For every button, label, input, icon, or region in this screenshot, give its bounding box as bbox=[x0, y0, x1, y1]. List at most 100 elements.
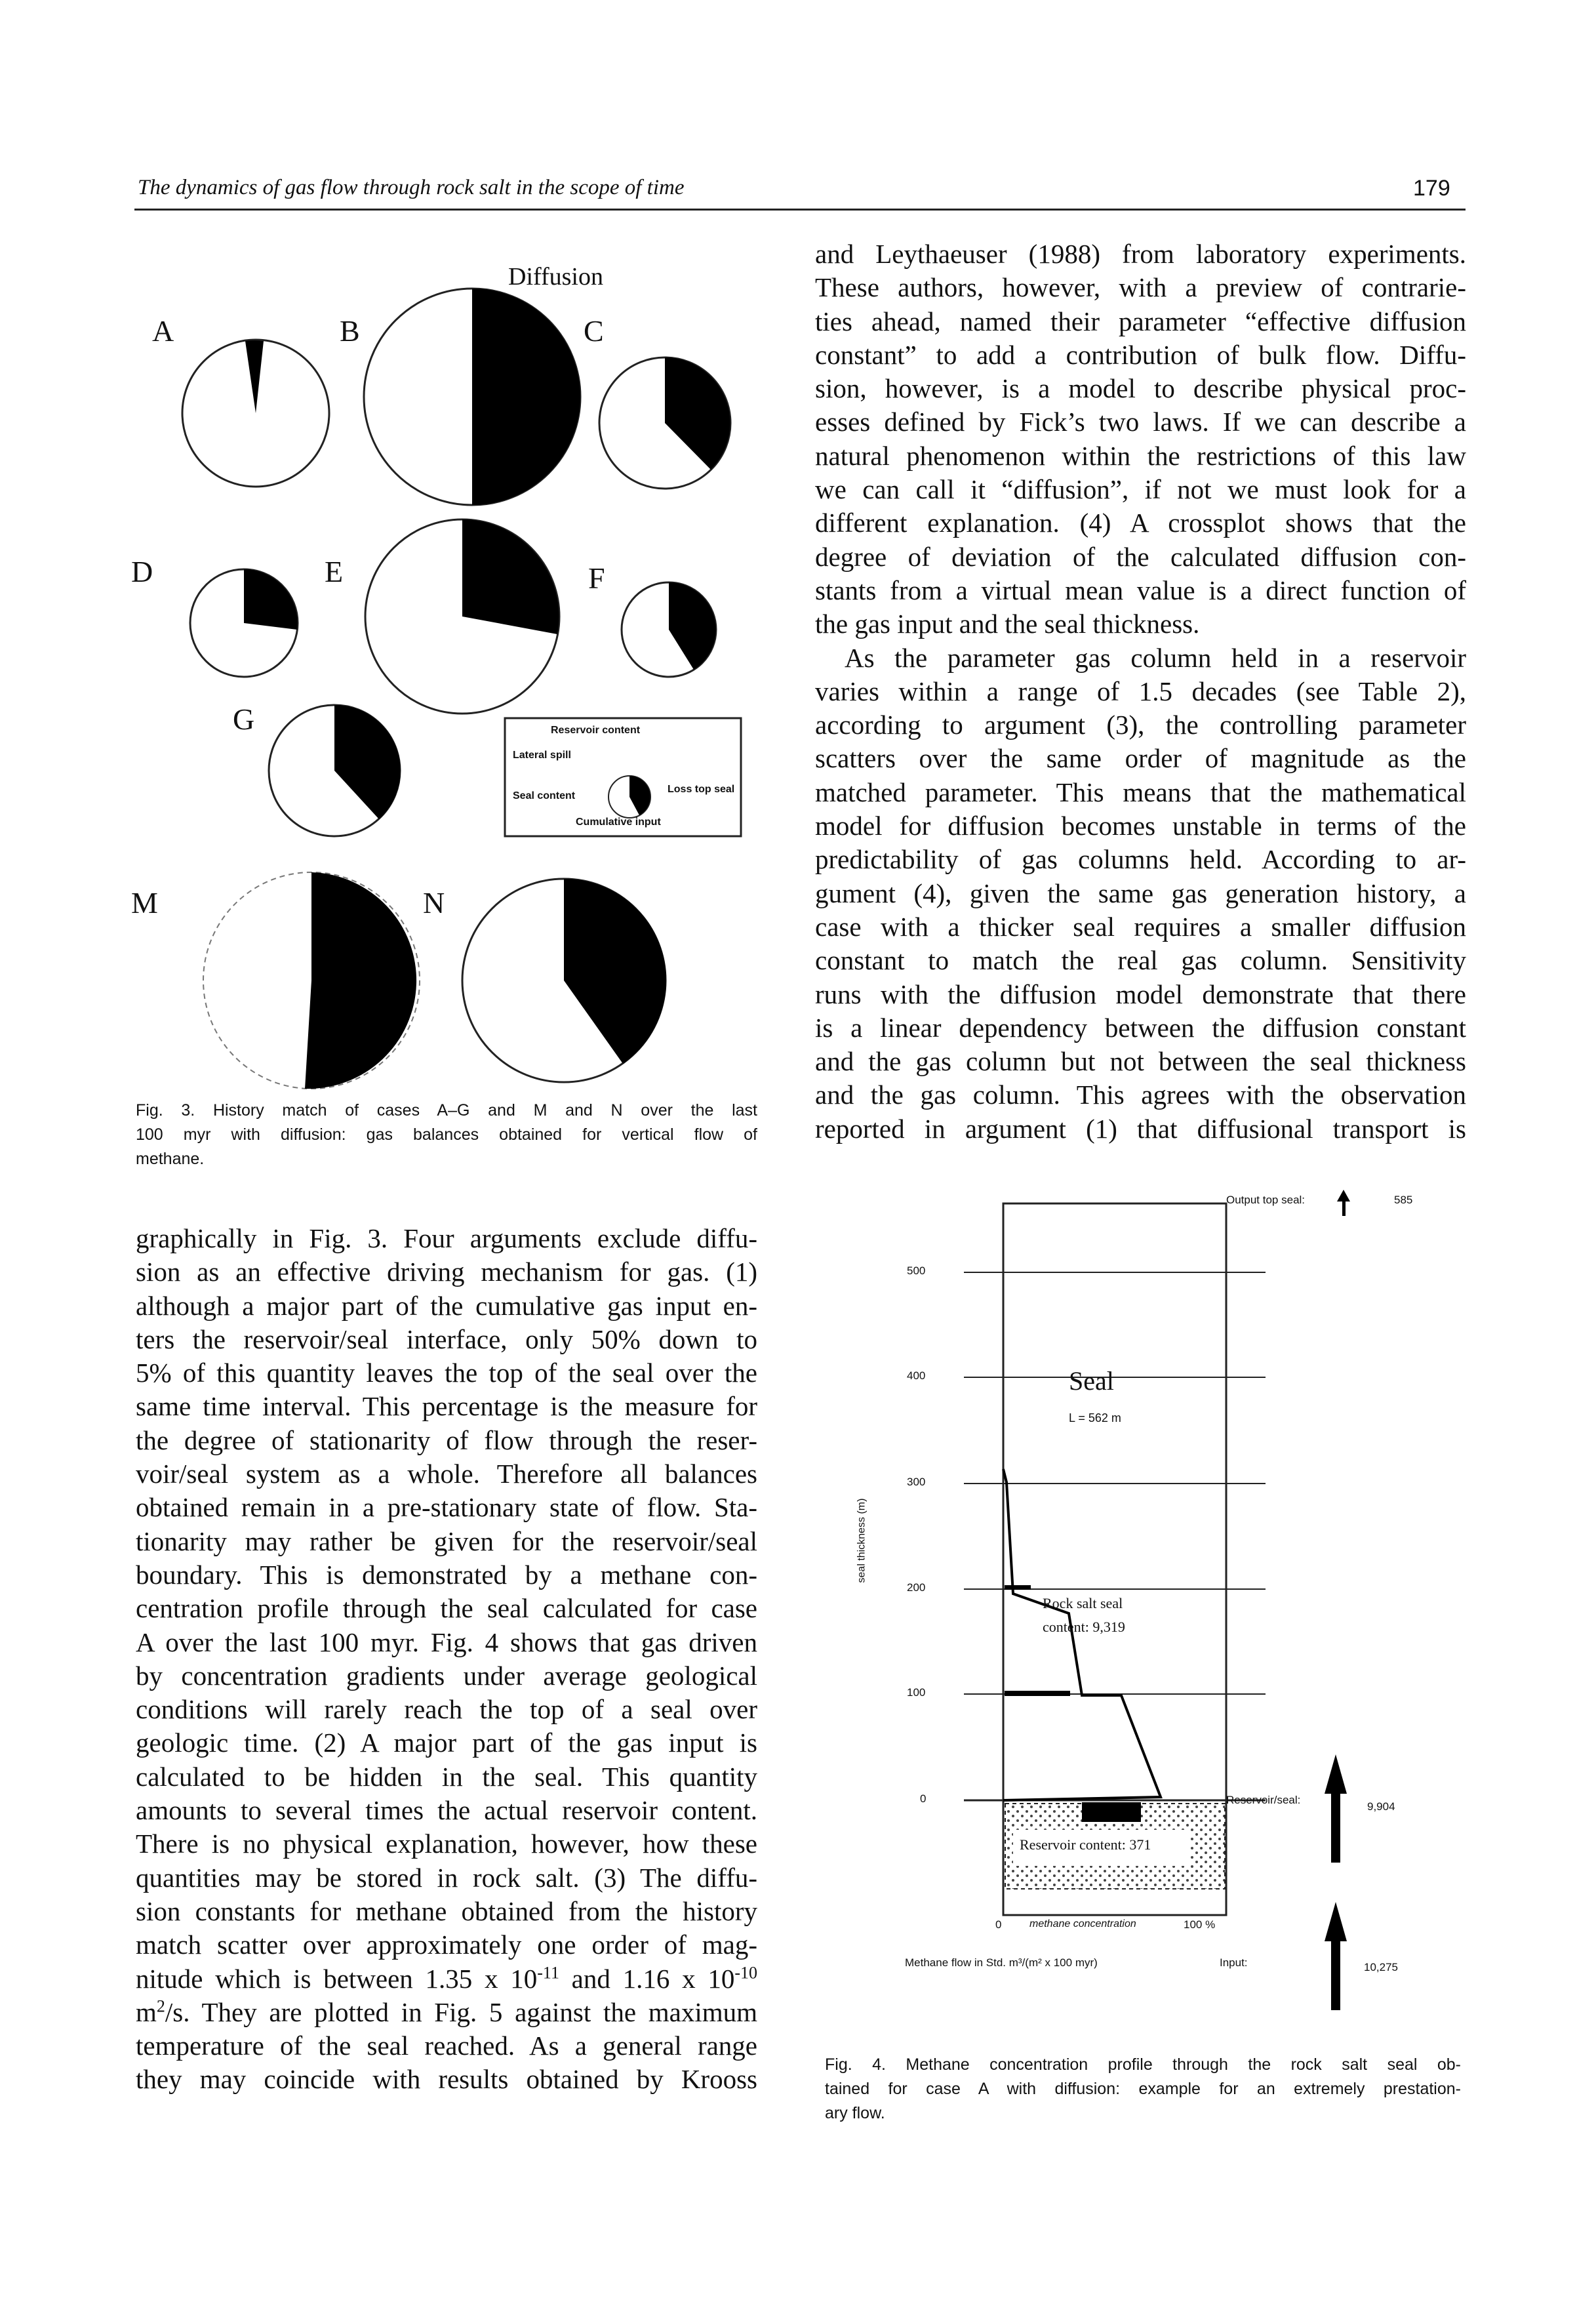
pie-case-b bbox=[363, 287, 582, 506]
text-line: sion, however, is a model to describe ph… bbox=[815, 373, 1466, 404]
text-line: same time interval. This percentage is t… bbox=[136, 1391, 757, 1422]
text-line: matched parameter. This means that the m… bbox=[815, 777, 1466, 807]
legend-lateral-spill: Lateral spill bbox=[513, 750, 571, 761]
text-line: constant” to add a contribution of bulk … bbox=[815, 339, 1466, 370]
figure-3-caption: Fig. 3. History match of cases A–G and M… bbox=[136, 1099, 757, 1171]
text-line: different explanation. (4) A crossplot s… bbox=[815, 508, 1466, 538]
text-line: esses defined by Fick’s two laws. If we … bbox=[815, 407, 1466, 437]
caption-line: Fig. 3. History match of cases A–G and M… bbox=[136, 1101, 757, 1120]
text-line: sion constants for methane obtained from… bbox=[136, 1895, 757, 1926]
text-line: boundary. This is demonstrated by a meth… bbox=[136, 1559, 757, 1590]
text-line: according to argument (3), the controlli… bbox=[815, 710, 1466, 740]
text-line: predictability of gas columns held. Acco… bbox=[815, 844, 1466, 875]
header-rule bbox=[134, 209, 1466, 211]
rock-salt-content-label: content: 9,319 bbox=[1043, 1619, 1125, 1635]
text-line: and the gas column. This agrees with the… bbox=[815, 1080, 1466, 1110]
pie-case-d bbox=[189, 568, 299, 678]
pie-case-a bbox=[181, 338, 330, 488]
case-label-a: A bbox=[152, 314, 174, 348]
figure-4: 500 400 300 200 100 0 seal thickness (m)… bbox=[846, 1181, 1462, 2020]
y-tick-500: 500 bbox=[907, 1264, 926, 1277]
case-label-c: C bbox=[584, 314, 604, 348]
text-line: although a major part of the cumulative … bbox=[136, 1290, 757, 1321]
text-line: tionarity may rather be given for the re… bbox=[136, 1525, 757, 1556]
seal-thickness-label: L = 562 m bbox=[1069, 1411, 1121, 1424]
text-line: we can call it “diffusion”, if not we mu… bbox=[815, 474, 1466, 505]
rock-salt-seal-label: Rock salt seal bbox=[1043, 1595, 1123, 1611]
exponent: -11 bbox=[537, 1962, 559, 1982]
text-line: degree of deviation of the calculated di… bbox=[815, 541, 1466, 572]
text-line: the degree of stationarity of flow throu… bbox=[136, 1424, 757, 1455]
x-axis-min: 0 bbox=[995, 1918, 1002, 1931]
text-segment: /s. They are plotted in Fig. 5 against t… bbox=[165, 1996, 757, 2027]
arrow-output-top-seal bbox=[1337, 1190, 1350, 1216]
text-line: obtained remain in a pre-stationary stat… bbox=[136, 1492, 757, 1523]
text-line: and Leythaeuser (1988) from laboratory e… bbox=[815, 239, 1466, 269]
right-column-text: and Leythaeuser (1988) from laboratory e… bbox=[815, 237, 1466, 1146]
y-tick-400: 400 bbox=[907, 1369, 926, 1382]
text-line: the gas input and the seal thickness. bbox=[815, 609, 1200, 639]
y-tick-200: 200 bbox=[907, 1581, 926, 1594]
case-label-g: G bbox=[233, 702, 255, 736]
case-label-e: E bbox=[325, 555, 344, 588]
flow-units-label: Methane flow in Std. m³/(m² x 100 myr) bbox=[905, 1956, 1098, 1969]
text-line: A over the last 100 myr. Fig. 4 shows th… bbox=[136, 1626, 757, 1657]
figure-4-diagram bbox=[964, 1190, 1350, 2010]
caption-line: tained for case A with diffusion: exampl… bbox=[825, 2080, 1461, 2098]
case-label-f: F bbox=[588, 561, 605, 595]
text-line-exponents: nitude which is between 1.35 x 10-11 and… bbox=[136, 1962, 757, 1996]
arrow-reservoir-seal bbox=[1325, 1754, 1347, 1863]
text-line: model for diffusion becomes unstable in … bbox=[815, 811, 1466, 841]
pie-case-e bbox=[364, 518, 561, 715]
text-line: case with a thicker seal requires a smal… bbox=[815, 911, 1466, 942]
text-line: stants from a virtual mean value is a di… bbox=[815, 575, 1466, 605]
text-line: 5% of this quantity leaves the top of th… bbox=[136, 1358, 757, 1388]
text-line: and the gas column but not between the s… bbox=[815, 1046, 1466, 1077]
pie-case-f bbox=[620, 581, 717, 678]
text-line: conditions will rarely reach the top of … bbox=[136, 1694, 757, 1725]
pie-case-c bbox=[598, 356, 732, 490]
text-line: graphically in Fig. 3. Four arguments ex… bbox=[136, 1223, 757, 1253]
text-line: geologic time. (2) A major part of the g… bbox=[136, 1727, 757, 1758]
text-segment: m bbox=[136, 1996, 157, 2027]
text-line: scatters over the same order of magnitud… bbox=[815, 743, 1466, 774]
text-line: centration profile through the seal calc… bbox=[136, 1593, 757, 1624]
text-line: amounts to several times the actual rese… bbox=[136, 1795, 757, 1826]
pie-case-m bbox=[203, 872, 420, 1089]
running-header-title: The dynamics of gas flow through rock sa… bbox=[138, 176, 685, 199]
y-tick-0: 0 bbox=[920, 1792, 927, 1805]
input-value: 10,275 bbox=[1364, 1961, 1398, 1973]
output-top-seal-value: 585 bbox=[1394, 1194, 1413, 1206]
pie-case-g bbox=[268, 704, 401, 838]
arrow-input bbox=[1325, 1902, 1347, 2010]
legend-seal-content: Seal content bbox=[513, 790, 576, 801]
text-line: constant to match the real gas column. S… bbox=[815, 945, 1466, 976]
text-line: calculated to be hidden in the seal. Thi… bbox=[136, 1761, 757, 1792]
text-line: they may coincide with results obtained … bbox=[136, 2064, 757, 2095]
text-line: ties ahead, named their parameter “effec… bbox=[815, 306, 1466, 336]
text-line: gument (4), given the same gas generatio… bbox=[815, 878, 1466, 908]
x-axis-max: 100 % bbox=[1184, 1918, 1216, 1931]
output-top-seal-label: Output top seal: bbox=[1226, 1194, 1306, 1206]
y-tick-100: 100 bbox=[907, 1686, 926, 1699]
text-line: is a linear dependency between the diffu… bbox=[815, 1012, 1466, 1043]
text-line: There is no physical explanation, howeve… bbox=[136, 1828, 757, 1859]
text-line: quantities may be stored in rock salt. (… bbox=[136, 1862, 757, 1893]
text-line: As the parameter gas column held in a re… bbox=[845, 642, 1466, 673]
case-label-d: D bbox=[131, 555, 153, 588]
text-line: varies within a range of 1.5 decades (se… bbox=[815, 676, 1466, 706]
input-label: Input: bbox=[1220, 1956, 1248, 1969]
text-segment: nitude which is between 1.35 x 10 bbox=[136, 1963, 538, 1994]
text-line: ters the reservoir/seal interface, only … bbox=[136, 1323, 757, 1354]
text-line: voir/seal system as a whole. Therefore a… bbox=[136, 1459, 757, 1489]
caption-line: ary flow. bbox=[825, 2104, 885, 2122]
text-line: sion as an effective driving mechanism f… bbox=[136, 1257, 757, 1287]
caption-line: Fig. 4. Methane concentration profile th… bbox=[825, 2055, 1461, 2074]
case-label-n: N bbox=[423, 886, 445, 919]
text-segment: and 1.16 x 10 bbox=[559, 1963, 735, 1994]
caption-line: methane. bbox=[136, 1150, 205, 1168]
reservoir-seal-label: Reservoir/seal: bbox=[1226, 1794, 1301, 1806]
legend-cumulative-input: Cumulative input bbox=[576, 817, 661, 828]
text-line: match scatter over approximately one ord… bbox=[136, 1929, 757, 1960]
text-line-exponents: m2/s. They are plotted in Fig. 5 against… bbox=[136, 1996, 757, 2029]
